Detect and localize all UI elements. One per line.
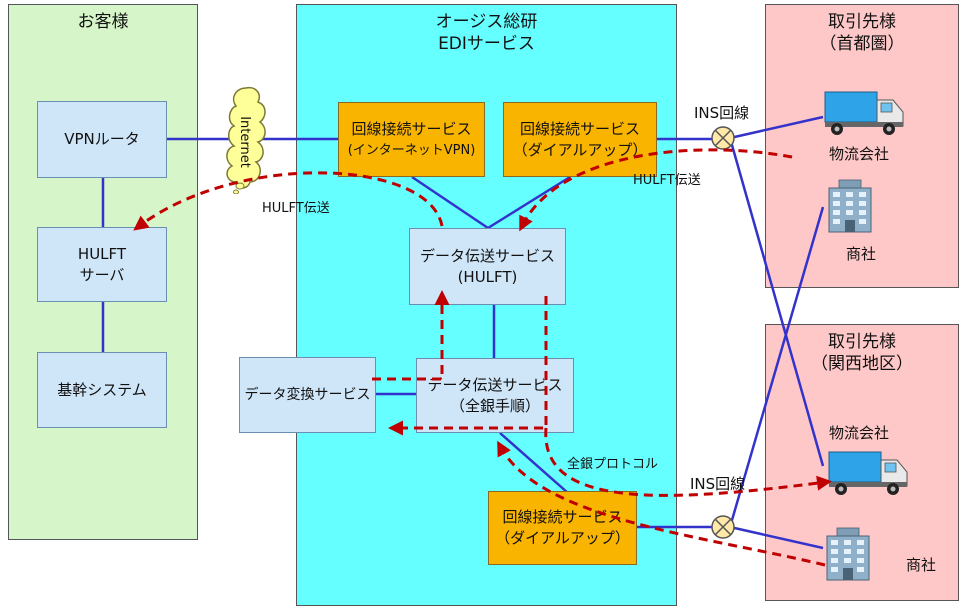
line-service-dialup-top-line2: （ダイアルアップ） <box>512 140 648 159</box>
ins-switch-icon <box>711 126 735 150</box>
zengin-protocol-label: 全銀プロトコル <box>567 457 659 472</box>
building-icon <box>828 179 872 233</box>
core-system-box: 基幹システム <box>37 352 167 428</box>
edi-title-line1: オージス総研 <box>435 12 538 32</box>
partner-kansai-title-line2: （関西地区） <box>811 354 913 374</box>
ins-line-bottom-label: INS回線 <box>690 475 746 493</box>
vpn-router-box: VPNルータ <box>37 101 167 178</box>
line-service-dialup-top-line1: 回線接続サービス <box>519 119 640 138</box>
data-transfer-zengin-line1: データ伝送サービス <box>427 375 563 394</box>
data-transfer-hulft-line2: (HULFT) <box>457 267 518 286</box>
cloud-icon <box>226 86 266 194</box>
line-service-dialup-bottom-line1: 回線接続サービス <box>502 508 623 526</box>
logistics-kansai-label: 物流会社 <box>829 424 890 442</box>
hulft-transfer-left-label: HULFT伝送 <box>262 201 330 216</box>
hulft-server-box: HULFT サーバ <box>37 227 167 302</box>
truck-icon <box>824 91 904 135</box>
partner-kansai-title-line1: 取引先様 <box>828 332 896 352</box>
hulft-server-label-line1: HULFT <box>77 244 127 263</box>
truck-icon <box>828 451 908 495</box>
hulft-transfer-right-label: HULFT伝送 <box>633 173 701 188</box>
line-service-dialup-bottom-box: 回線接続サービス （ダイアルアップ） <box>488 491 637 565</box>
building-icon <box>826 527 870 581</box>
edi-title-line2: EDIサービス <box>438 34 535 54</box>
line-service-internet-line1: 回線接続サービス <box>351 119 472 138</box>
logistics-tokyo-label: 物流会社 <box>829 145 890 163</box>
data-conversion-label: データ変換サービス <box>244 386 371 403</box>
line-service-dialup-top-box: 回線接続サービス （ダイアルアップ） <box>503 102 657 177</box>
partner-tokyo-title-line1: 取引先様 <box>828 12 896 32</box>
trading-kansai-label: 商社 <box>906 556 937 574</box>
customer-title: お客様 <box>77 12 129 32</box>
line-service-dialup-bottom-line2: （ダイアルアップ） <box>495 529 630 547</box>
core-system-label: 基幹システム <box>57 380 147 399</box>
line-service-internet-box: 回線接続サービス (インターネットVPN) <box>338 102 485 177</box>
partner-tokyo-region: 取引先様 （首都圏） <box>765 4 959 288</box>
vpn-router-label: VPNルータ <box>64 130 140 148</box>
line-service-internet-line2: (インターネットVPN) <box>347 142 476 158</box>
hulft-server-label-line2: サーバ <box>79 265 125 284</box>
partner-tokyo-title-line2: （首都圏） <box>819 34 905 54</box>
data-transfer-hulft-line1: データ伝送サービス <box>419 246 555 265</box>
ins-switch-icon <box>711 515 735 539</box>
ins-line-top-label: INS回線 <box>694 104 750 122</box>
data-transfer-hulft-box: データ伝送サービス (HULFT) <box>409 228 566 305</box>
data-transfer-zengin-line2: （全銀手順） <box>449 396 540 415</box>
data-conversion-box: データ変換サービス <box>239 357 376 433</box>
trading-tokyo-label: 商社 <box>846 245 877 263</box>
